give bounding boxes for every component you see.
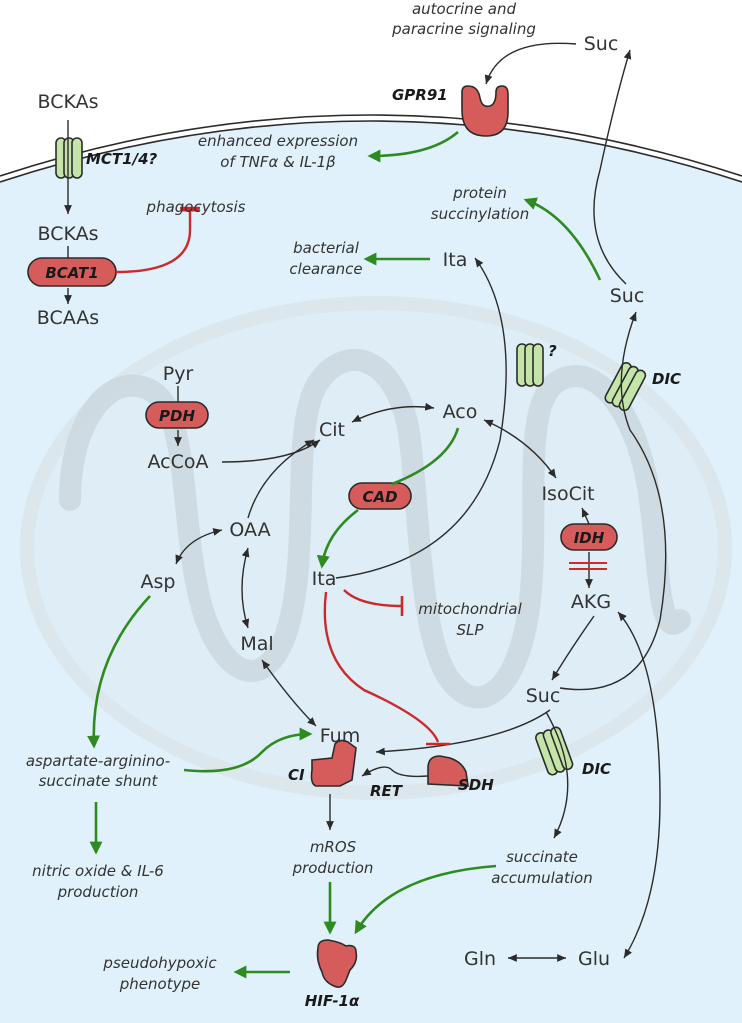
gpr91-label: GPR91 <box>392 86 448 104</box>
mros-line2: production <box>292 859 374 877</box>
dic-upper-label: DIC <box>652 370 681 388</box>
cytosol-suc: Suc <box>610 285 645 307</box>
pseudohypoxic-line2: phenotype <box>119 975 200 993</box>
cad-enzyme <box>348 482 412 510</box>
cytosol-glu: Glu <box>578 948 610 970</box>
mito-ita: Ita <box>312 568 337 590</box>
succinate-acc-line2: accumulation <box>491 869 592 887</box>
cytokine-note-line1: enhanced expression <box>198 132 358 150</box>
black-arrows <box>64 42 667 962</box>
bcat1-label: BCAT1 <box>45 264 98 282</box>
unknown-transporter-label: ? <box>548 342 557 360</box>
mito-mal: Mal <box>240 633 273 655</box>
signaling-note-line2: paracrine signaling <box>391 20 536 38</box>
dic-lower-label: DIC <box>582 760 611 778</box>
mito-aco: Aco <box>443 401 478 423</box>
extracellular-suc: Suc <box>584 33 619 55</box>
hif-label: HIF-1α <box>305 992 360 1010</box>
mito-isocit: IsoCit <box>541 483 594 505</box>
phagocytosis-note: phagocytosis <box>146 198 246 216</box>
mct-transporter <box>55 137 83 179</box>
pdh-label: PDH <box>159 407 195 425</box>
signaling-note-line1: autocrine and <box>412 0 517 18</box>
mito-suc: Suc <box>526 685 561 707</box>
extracellular-bckas: BCKAs <box>38 91 99 113</box>
mros-line1: mROS <box>310 838 357 856</box>
cytosol-bcaas: BCAAs <box>37 307 99 329</box>
cytosol-gln: Gln <box>464 948 496 970</box>
mito-fum: Fum <box>320 725 360 747</box>
slp-line1: mitochondrial <box>418 600 522 618</box>
unknown-transporter <box>516 343 544 387</box>
mito-akg: AKG <box>571 591 611 613</box>
pseudohypoxic-line1: pseudohypoxic <box>102 954 217 972</box>
inhibition-lines <box>115 206 450 746</box>
mct-label: MCT1/4? <box>86 150 158 168</box>
cytosol-bckas: BCKAs <box>38 223 99 245</box>
sdh-label: SDH <box>458 776 494 794</box>
nitric-oxide-line1: nitric oxide & IL-6 <box>32 862 164 880</box>
pdh-enzyme <box>145 401 209 429</box>
bacterial-line2: clearance <box>289 260 362 278</box>
ci-complex <box>310 739 357 787</box>
cytokine-note-line2: of TNFα & IL-1β <box>220 153 336 171</box>
sdh-complex <box>427 755 469 787</box>
mito-accoa: AcCoA <box>148 451 209 473</box>
ci-label: CI <box>288 766 305 784</box>
dic-transporter-upper <box>604 362 647 412</box>
cytosol-ita: Ita <box>443 249 468 271</box>
idh-label: IDH <box>574 529 605 547</box>
hif1a-protein <box>316 939 358 988</box>
protein-succ-line2: succinylation <box>431 205 529 223</box>
cad-label: CAD <box>362 488 397 506</box>
ret-label: RET <box>370 782 404 800</box>
aspartate-shunt-line2: succinate shunt <box>39 772 159 790</box>
aspartate-shunt-line1: aspartate-arginino- <box>26 752 170 770</box>
activation-arrows <box>87 131 602 979</box>
nitric-oxide-line2: production <box>57 883 139 901</box>
slp-line2: SLP <box>457 621 485 639</box>
protein-succ-line1: protein <box>452 184 507 202</box>
bacterial-line1: bacterial <box>293 239 360 257</box>
mito-pyr: Pyr <box>163 363 194 385</box>
gpr91-receptor <box>461 85 509 137</box>
mito-asp: Asp <box>141 571 176 593</box>
cell-membrane <box>0 114 742 177</box>
mito-oaa: OAA <box>229 519 270 541</box>
mito-cit: Cit <box>319 419 345 441</box>
succinate-acc-line1: succinate <box>506 848 578 866</box>
